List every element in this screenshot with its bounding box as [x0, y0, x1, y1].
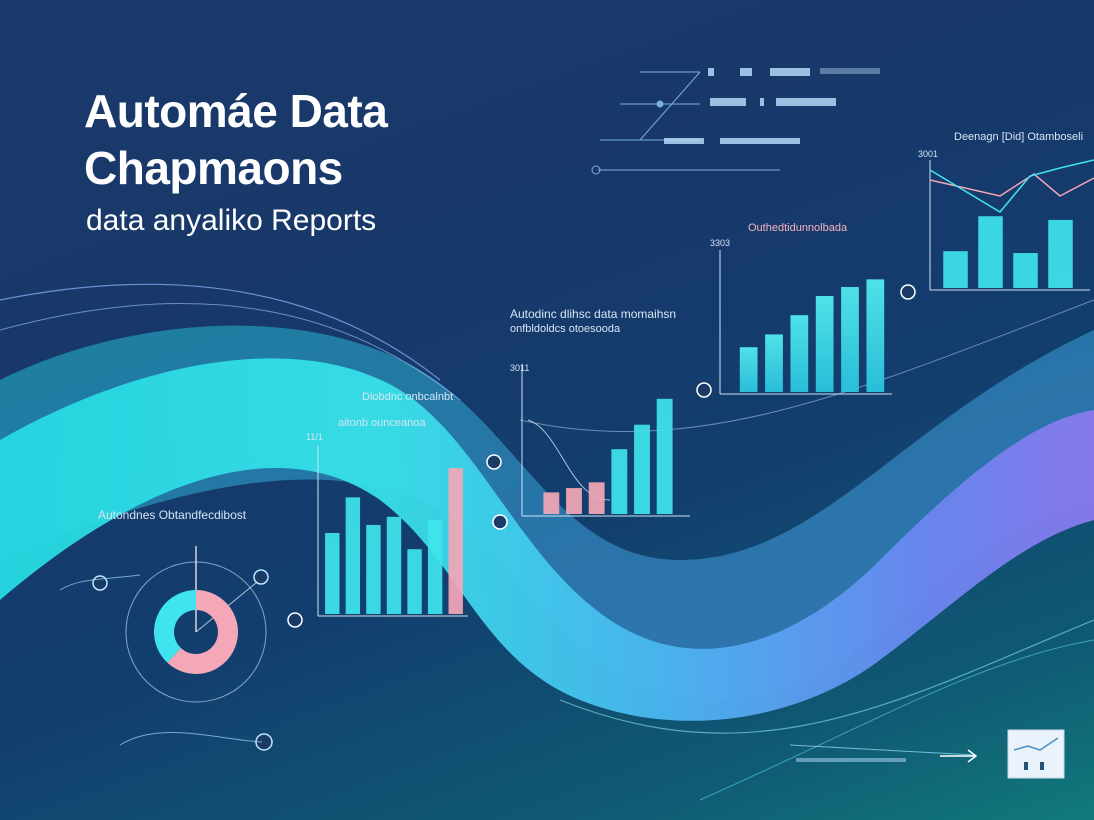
- hero-subtitle: data anyaliko Reports: [86, 204, 377, 237]
- trend-icon: [1013, 737, 1059, 751]
- chart-d-bars-bar-4: [1048, 219, 1073, 288]
- chart-d-caption: Deenagn [Did] Otamboseli: [954, 131, 1083, 143]
- chart-b-caption-2: onfbldoldcs otoesooda: [510, 323, 621, 335]
- mini-card[interactable]: [940, 729, 1065, 779]
- chart-d-line-1: [929, 173, 1094, 197]
- chart-d-axis-label: 3001: [918, 149, 938, 159]
- chart-d: Deenagn [Did] Otamboseli 3001: [918, 131, 1094, 291]
- chart-c-bars-bar-1: [739, 347, 758, 392]
- chart-a-caption-1: Diobdnc onbcalnbt: [362, 391, 453, 403]
- mini-card-frame: [1007, 729, 1065, 779]
- chart-a-axis-label: 11/1: [306, 432, 323, 442]
- chart-a-bars-bar-7: [448, 468, 463, 614]
- chart-b-node-3[interactable]: [696, 382, 712, 398]
- donut-slice-1: [167, 590, 238, 674]
- chart-c: Outhedtidunnolbada 3303: [710, 222, 916, 395]
- chart-a-bars-bar-6: [427, 520, 443, 614]
- chart-b-bars-bar-6: [656, 398, 673, 514]
- chart-a-bars-bar-5: [407, 549, 422, 614]
- chart-c-bars-bar-5: [841, 287, 859, 392]
- ribbon-layer: [0, 283, 1094, 801]
- arrow-right-icon: [940, 749, 978, 763]
- chart-b-bars: [543, 398, 673, 514]
- donut-slice-2: [153, 590, 196, 663]
- chart-a-caption-2: aitonb ounceanoa: [338, 417, 426, 429]
- donut-widget: Autondnes Obtandfecdibost: [59, 508, 273, 751]
- chart-a-bars-bar-3: [366, 524, 381, 614]
- hero-title-line-2: Chapmaons: [84, 142, 343, 194]
- chart-b-bars-bar-2: [566, 488, 582, 514]
- chart-a: Diobdnc onbcalnbt aitonb ounceanoa 11/1: [287, 391, 468, 628]
- chart-a-bars-bar-4: [386, 516, 402, 614]
- hero-title-line-1: Automáe Data: [84, 85, 388, 137]
- chart-c-bars-bar-3: [790, 315, 809, 392]
- chart-b-axis-label: 3011: [510, 363, 529, 373]
- donut-caption: Autondnes Obtandfecdibost: [98, 508, 247, 522]
- decor-text-lines: [664, 68, 906, 762]
- chart-a-bars-bar-1: [325, 533, 340, 614]
- chart-c-bars-bar-2: [765, 334, 783, 392]
- chart-c-node[interactable]: [900, 284, 916, 300]
- chart-b-bars-bar-3: [588, 482, 605, 514]
- chart-b-node-1[interactable]: [486, 454, 502, 470]
- chart-d-bars-bar-3: [1013, 253, 1038, 288]
- circuit-lines: [591, 71, 976, 756]
- chart-a-bars: [325, 468, 463, 614]
- chart-d-bars-bar-2: [978, 216, 1003, 288]
- donut-chart: [153, 590, 238, 674]
- chart-b-caption-1: Autodinc dlihsc data momaihsn: [510, 307, 676, 321]
- chart-c-bars: [739, 279, 885, 392]
- chart-b-bars-bar-5: [634, 424, 650, 514]
- chart-c-bars-bar-4: [815, 296, 834, 392]
- chart-b: Autodinc dlihsc data momaihsn onfbldoldc…: [486, 307, 712, 530]
- chart-d-bars: [943, 216, 1073, 288]
- chart-b-bars-bar-4: [611, 449, 628, 514]
- chart-c-bars-bar-6: [866, 279, 885, 392]
- chart-d-line-2: [929, 159, 1094, 213]
- ribbon-front: [0, 358, 1094, 721]
- chart-b-bars-bar-1: [543, 492, 560, 514]
- chart-d-bars-bar-1: [943, 251, 968, 288]
- chart-a-node[interactable]: [287, 612, 303, 628]
- chart-c-caption: Outhedtidunnolbada: [748, 222, 848, 234]
- chart-b-node-2[interactable]: [492, 514, 508, 530]
- chart-a-bars-bar-2: [345, 497, 361, 614]
- chart-c-axis-label: 3303: [710, 238, 730, 248]
- donut-node-2[interactable]: [253, 569, 269, 585]
